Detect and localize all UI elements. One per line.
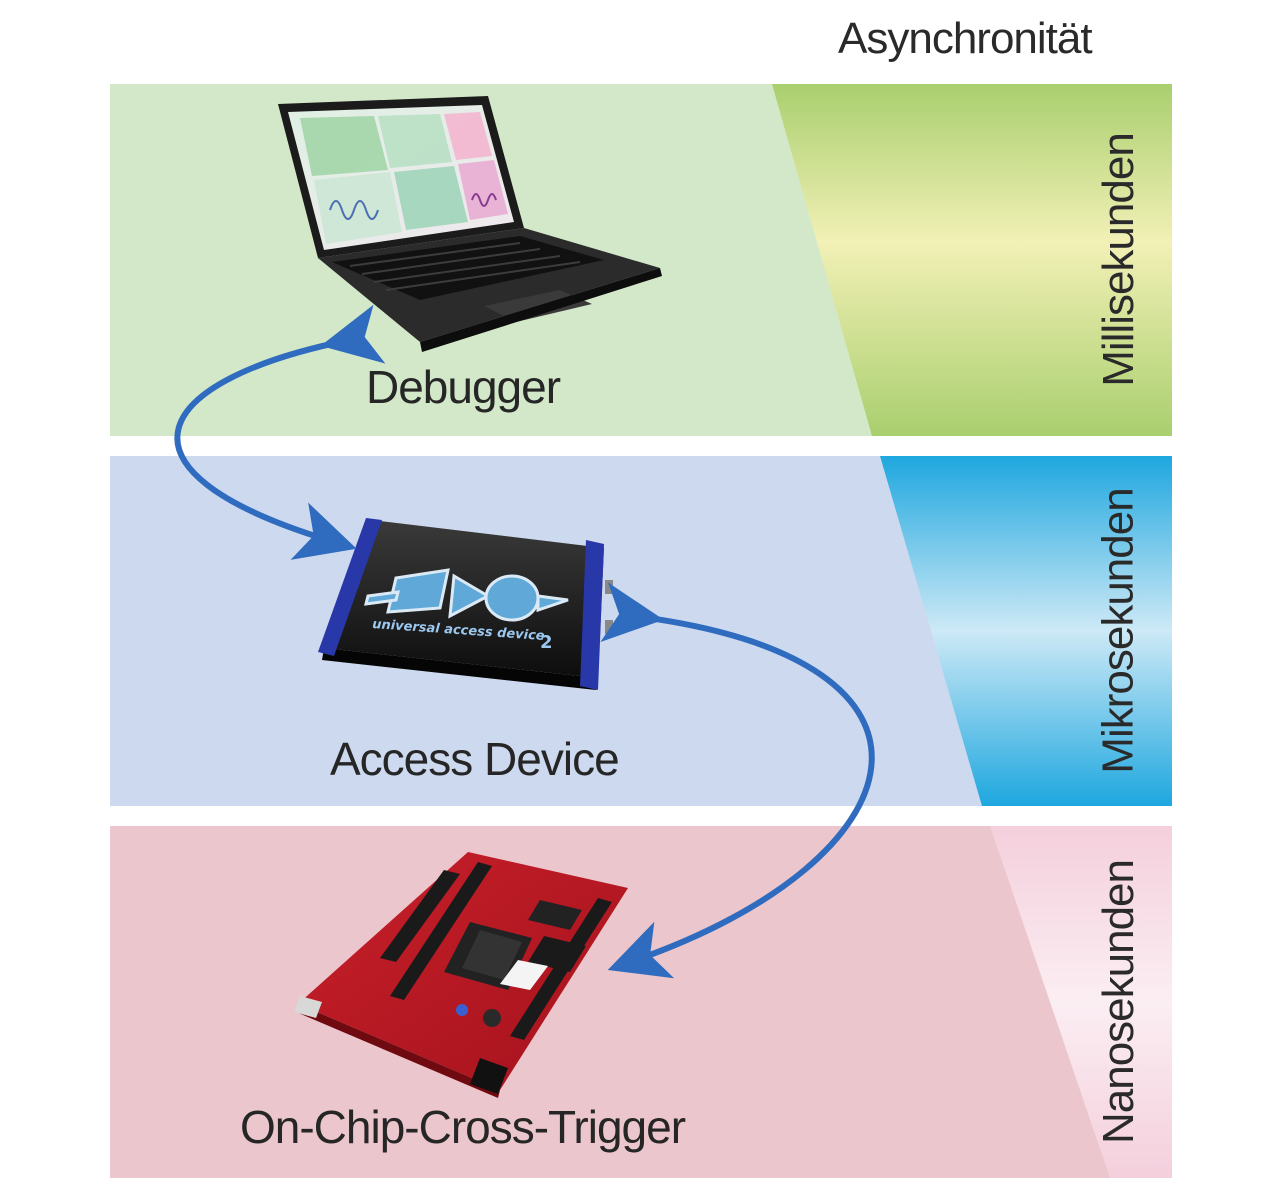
asynchronity-title: Asynchronität	[838, 14, 1093, 63]
access-device-icon: universal access device 2	[318, 518, 613, 690]
access-device-label: Access Device	[330, 733, 620, 785]
arrow-debugger-access	[174, 304, 386, 560]
pcb-board-icon	[294, 852, 628, 1098]
band-milliseconds-background	[110, 84, 1172, 436]
access-device-brand-version: 2	[540, 632, 553, 653]
on-chip-cross-trigger-label: On-Chip-Cross-Trigger	[240, 1101, 686, 1153]
arrow-access-crosstrigger	[600, 582, 875, 979]
laptop-icon	[278, 96, 662, 352]
debugger-label: Debugger	[366, 361, 561, 413]
band-milliseconds: Millisekunden	[110, 84, 1172, 436]
